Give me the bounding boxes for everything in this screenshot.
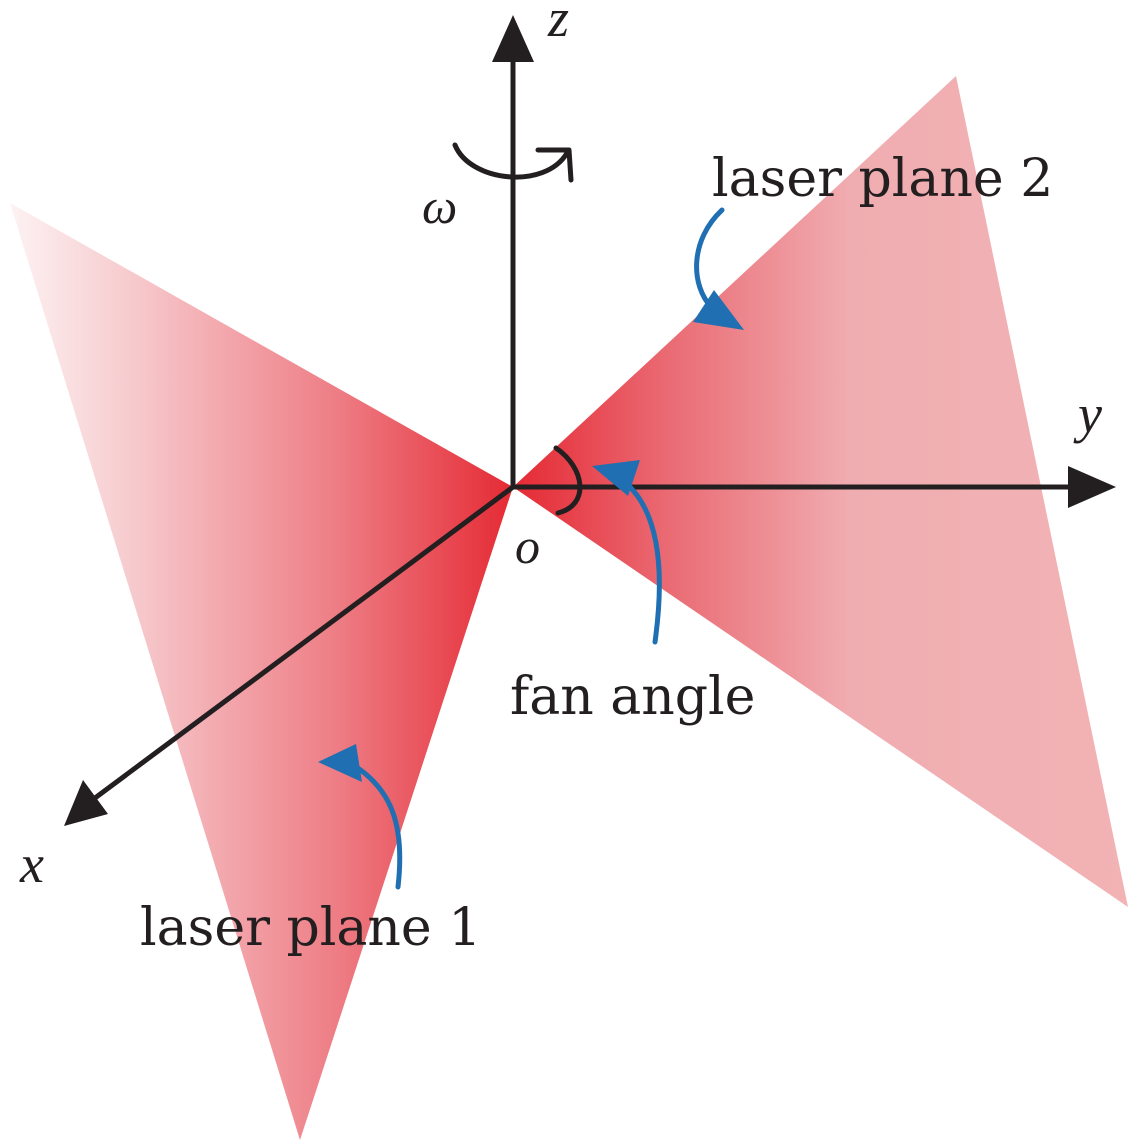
rotation-arc xyxy=(452,142,570,180)
laser-plane-2-label: laser plane 2 xyxy=(712,149,1053,209)
fan-angle-pointer-curve xyxy=(615,474,662,645)
laser-plane-1-label: laser plane 1 xyxy=(140,898,481,958)
fan-angle-label: fan angle xyxy=(510,667,755,727)
rotation-indicator xyxy=(452,142,574,183)
x-axis-line xyxy=(93,484,515,801)
fan-angle-arc xyxy=(553,445,583,516)
x-axis-arrowhead xyxy=(64,780,108,826)
rotation-arrowhead-icon xyxy=(535,147,574,183)
plane1-pointer-arrowhead-icon xyxy=(318,744,362,782)
laser-plane-2-shape xyxy=(513,76,1128,907)
origin-label: o xyxy=(515,518,540,574)
plane2-pointer-curve xyxy=(694,207,725,311)
y-axis-label: y xyxy=(1073,384,1102,444)
x-axis-label: x xyxy=(19,834,44,894)
z-axis-label: z xyxy=(547,0,569,48)
axes-group xyxy=(64,15,1116,826)
omega-label: ω xyxy=(422,178,457,234)
z-axis-arrowhead xyxy=(492,15,534,62)
fan-angle-pointer-arrowhead-icon xyxy=(592,460,640,496)
plane2-pointer-arrowhead-icon xyxy=(693,290,744,330)
laser-plane-2-group xyxy=(513,76,1128,907)
plane1-pointer-curve xyxy=(347,760,403,890)
y-axis-arrowhead xyxy=(1068,466,1116,508)
pointer-arrows xyxy=(318,207,744,890)
